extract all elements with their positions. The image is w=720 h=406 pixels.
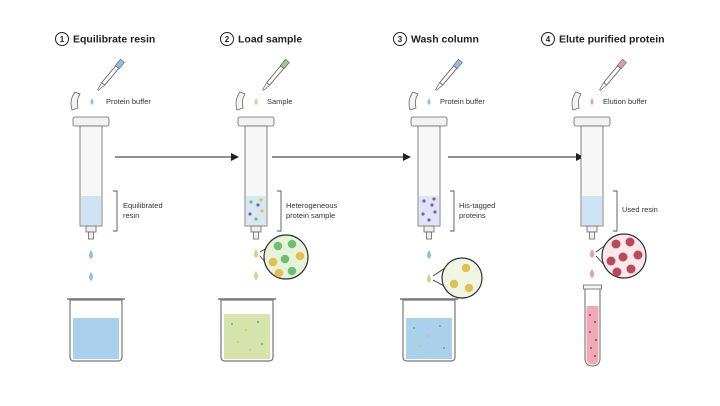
step-3-buffer-label: Protein buffer xyxy=(440,97,485,106)
beaker-icon xyxy=(67,298,125,362)
drop-icon xyxy=(89,250,93,259)
step-4-number-circle xyxy=(541,32,555,46)
step-1-header: 1 Equilibrate resin xyxy=(55,32,155,46)
step-3-column: Protein buffer His-tagged proteins xyxy=(400,58,495,362)
step-4-title: Elute purified protein xyxy=(559,34,665,46)
drop-icon xyxy=(89,272,93,281)
step-4-resin-label: Used resin xyxy=(622,205,658,214)
step-3-title: Wash column xyxy=(411,34,479,46)
pipette-icon xyxy=(435,58,463,91)
step-3-resin-label-line-2: proteins xyxy=(459,211,486,220)
step-2-title: Load sample xyxy=(238,34,302,46)
step-3-resin-label-line-1: His-tagged xyxy=(459,201,495,210)
column-cap-icon xyxy=(571,91,582,111)
step-2-buffer-label: Sample xyxy=(267,97,292,106)
chromatography-column xyxy=(235,91,275,240)
step-1-column: Protein buffer Equilibrated resin xyxy=(67,58,163,362)
resin-bracket xyxy=(450,190,455,232)
resin-bed xyxy=(81,196,101,225)
column-cap-icon xyxy=(70,91,81,111)
step-1-number-circle xyxy=(55,32,69,46)
step-2-resin-label-line-1: Heterogeneous xyxy=(286,201,338,210)
step-1-buffer-label: Protein buffer xyxy=(106,97,151,106)
step-2-resin-label-line-2: protein sample xyxy=(286,211,335,220)
drop-icon xyxy=(427,274,431,283)
step-1-resin-label-line-2: resin xyxy=(123,211,139,220)
sample-drop-icon xyxy=(254,98,258,105)
test-tube-icon xyxy=(583,284,602,367)
elution-drop-icon xyxy=(590,98,594,105)
pipette-icon xyxy=(262,58,290,91)
drop-icon xyxy=(590,269,594,278)
step-3-number-circle xyxy=(393,32,407,46)
resin-bed xyxy=(419,196,439,225)
beaker-icon xyxy=(218,298,276,362)
drop-icon xyxy=(590,249,594,258)
column-cap-icon xyxy=(235,91,246,111)
resin-bracket xyxy=(113,190,118,232)
magnified-wash-circle xyxy=(441,257,483,299)
step-2-number-circle xyxy=(220,32,234,46)
step-1-number: 1 xyxy=(60,35,65,44)
step-2-column: Sample Heterogeneous protein sample xyxy=(218,58,338,362)
buffer-drop-icon xyxy=(90,98,94,105)
step-4-number: 4 xyxy=(546,35,551,44)
column-cap-icon xyxy=(408,91,419,111)
step-2-number: 2 xyxy=(225,35,230,44)
step-4-header: 4 Elute purified protein xyxy=(541,32,665,46)
resin-bed xyxy=(582,196,602,225)
step-1-title: Equilibrate resin xyxy=(73,34,155,46)
buffer-drop-icon xyxy=(427,98,431,105)
drop-icon xyxy=(427,250,431,259)
pipette-icon xyxy=(599,58,627,91)
magnified-sample-circle xyxy=(263,234,309,280)
pipette-icon xyxy=(97,58,125,91)
step-3-number: 3 xyxy=(398,35,403,44)
drop-icon xyxy=(254,271,258,280)
step-4-buffer-label: Elution buffer xyxy=(603,97,648,106)
step-1-resin-label-line-1: Equilibrated xyxy=(123,201,163,210)
chromatography-column xyxy=(408,91,448,240)
step-3-header: 3 Wash column xyxy=(393,32,479,46)
chromatography-column xyxy=(571,91,611,240)
beaker-icon xyxy=(400,298,458,362)
magnified-eluate-circle xyxy=(601,233,647,279)
step-4-column: Elution buffer Used resin xyxy=(571,58,658,367)
step-2-header: 2 Load sample xyxy=(220,32,302,46)
chromatography-column xyxy=(70,91,110,240)
resin-bracket xyxy=(277,190,282,232)
resin-bracket xyxy=(613,190,618,232)
drop-icon xyxy=(254,249,258,258)
